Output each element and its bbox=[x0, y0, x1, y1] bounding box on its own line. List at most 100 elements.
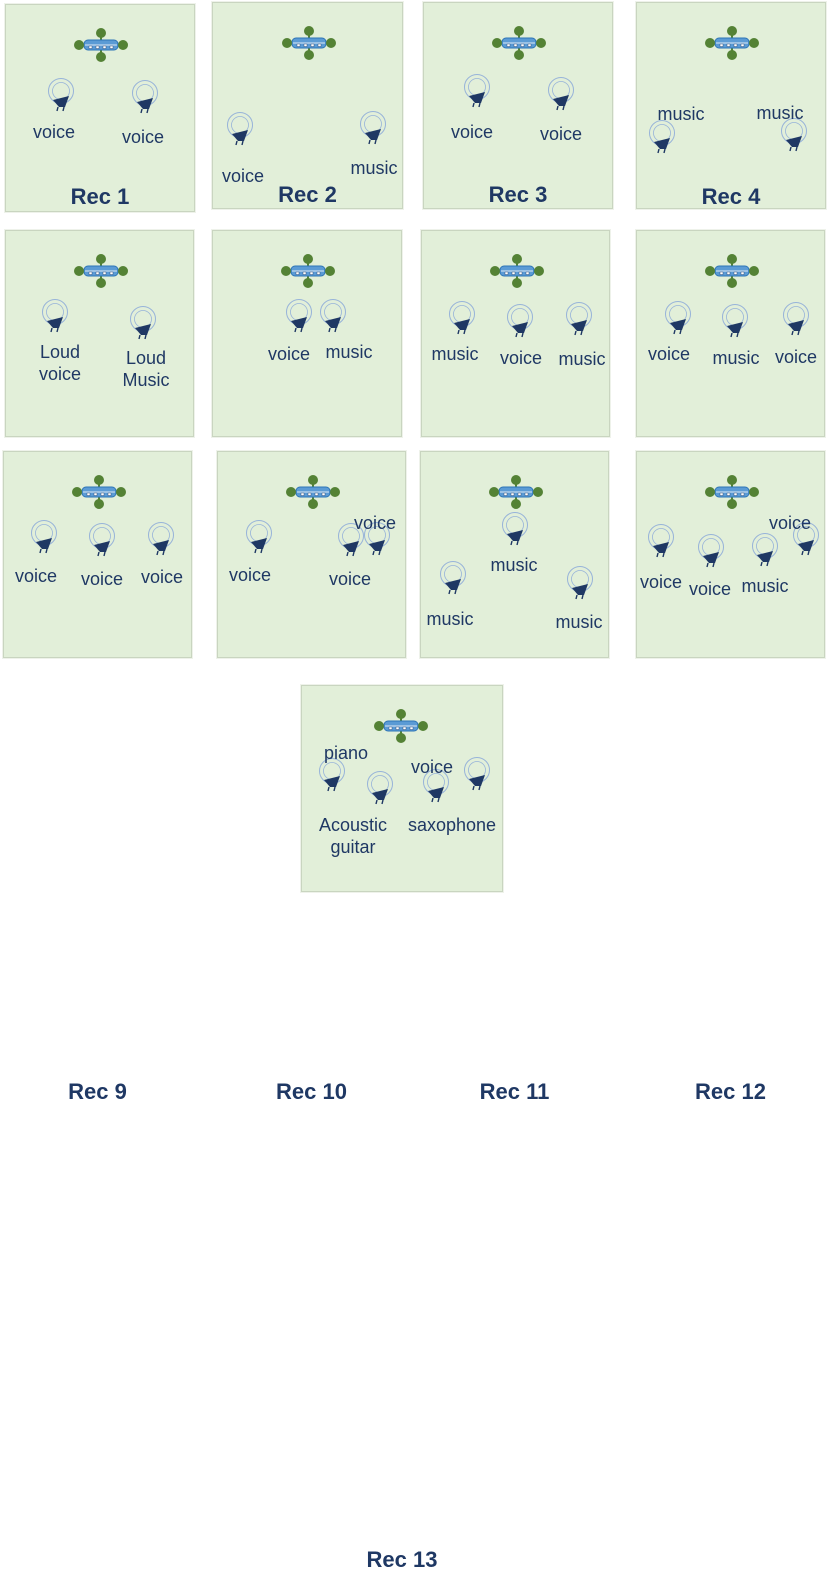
source-label: voice bbox=[222, 166, 264, 186]
panel-diagram: voice music voice bbox=[648, 254, 817, 368]
loudspeaker-icon bbox=[286, 299, 312, 333]
microphone-array-icon bbox=[74, 254, 128, 288]
loudspeaker-icon bbox=[360, 111, 386, 145]
loudspeaker-icon bbox=[42, 299, 68, 333]
loudspeaker-icon bbox=[698, 534, 724, 568]
source-label: music bbox=[350, 158, 397, 178]
source-label: saxophone bbox=[408, 815, 496, 835]
loudspeaker-icon bbox=[423, 769, 449, 803]
loudspeaker-icon bbox=[752, 533, 778, 567]
source-label: voice bbox=[640, 572, 682, 592]
panel-title: Rec 12 bbox=[695, 1079, 766, 1104]
loudspeaker-icon bbox=[227, 112, 253, 146]
panel-diagram: voice music bbox=[222, 26, 398, 186]
loudspeaker-icon bbox=[89, 523, 115, 557]
loudspeaker-icon bbox=[566, 302, 592, 336]
loudspeaker-icon bbox=[132, 80, 158, 114]
source-label: voice bbox=[329, 569, 371, 589]
recording-panel: LoudvoiceLoudMusicRec 5 bbox=[5, 230, 194, 660]
loudspeaker-icon bbox=[464, 74, 490, 108]
panel-diagram: voice voice bbox=[451, 26, 582, 144]
panel-diagram: voice voice voice bbox=[15, 475, 183, 589]
loudspeaker-icon bbox=[130, 306, 156, 340]
panel-title: Rec 13 bbox=[366, 1547, 438, 1572]
loudspeaker-icon bbox=[449, 301, 475, 335]
source-label: music bbox=[426, 609, 473, 629]
source-label: music bbox=[741, 576, 788, 596]
loudspeaker-icon bbox=[783, 302, 809, 336]
source-label: music bbox=[431, 344, 478, 364]
loudspeaker-icon bbox=[649, 120, 675, 154]
source-label: voice bbox=[33, 122, 75, 142]
loudspeaker-icon bbox=[338, 523, 364, 557]
panel-title: Rec 2 bbox=[278, 182, 337, 207]
source-label: piano bbox=[324, 743, 368, 763]
panel-title: Rec 4 bbox=[701, 184, 761, 209]
microphone-array-icon bbox=[705, 475, 759, 509]
loudspeaker-icon bbox=[48, 78, 74, 112]
source-label: voice bbox=[540, 124, 582, 144]
microphone-array-icon bbox=[374, 709, 428, 743]
source-label: voice bbox=[141, 567, 183, 587]
loudspeaker-icon bbox=[507, 304, 533, 338]
panel-title: Rec 11 bbox=[479, 1079, 550, 1104]
loudspeaker-icon bbox=[793, 522, 819, 556]
source-label: voice bbox=[775, 347, 817, 367]
loudspeaker-icon bbox=[246, 520, 272, 554]
source-label: voice bbox=[689, 579, 731, 599]
panel-title: Rec 3 bbox=[488, 182, 548, 207]
microphone-array-icon bbox=[489, 475, 543, 509]
source-label: voice bbox=[15, 566, 57, 586]
loudspeaker-icon bbox=[781, 118, 807, 152]
source-label: voice bbox=[500, 348, 542, 368]
panel-title: Rec 10 bbox=[276, 1079, 347, 1104]
source-label: music bbox=[555, 612, 602, 632]
source-label: voice bbox=[411, 757, 453, 777]
loudspeaker-icon bbox=[31, 520, 57, 554]
panel-diagram: music music bbox=[649, 26, 807, 154]
loudspeaker-icon bbox=[148, 522, 174, 556]
loudspeaker-icon bbox=[320, 299, 346, 333]
loudspeaker-icon bbox=[464, 757, 490, 791]
loudspeaker-icon bbox=[567, 566, 593, 600]
panel-title: Rec 9 bbox=[68, 1079, 127, 1104]
source-label: voice bbox=[354, 513, 396, 533]
loudspeaker-icon bbox=[367, 771, 393, 805]
source-label: music bbox=[756, 103, 803, 123]
microphone-array-icon bbox=[705, 26, 759, 60]
loudspeaker-icon bbox=[319, 758, 345, 792]
microphone-array-icon bbox=[282, 26, 336, 60]
source-label: voice bbox=[648, 344, 690, 364]
microphone-array-icon bbox=[72, 475, 126, 509]
loudspeaker-icon bbox=[648, 524, 674, 558]
loudspeaker-icon bbox=[665, 301, 691, 335]
source-label: voice bbox=[122, 127, 164, 147]
loudspeaker-icon bbox=[364, 522, 390, 556]
source-label: music bbox=[325, 342, 372, 362]
panel-diagram: voice voice bbox=[33, 28, 164, 147]
source-label: voice bbox=[81, 569, 123, 589]
microphone-array-icon bbox=[490, 254, 544, 288]
source-label: voice bbox=[268, 344, 310, 364]
source-label: voice bbox=[451, 122, 493, 142]
source-label: music bbox=[712, 348, 759, 368]
microphone-array-icon bbox=[492, 26, 546, 60]
microphone-array-icon bbox=[74, 28, 128, 62]
page: { "colors": { "panel_background": "#e2ef… bbox=[3, 2, 826, 1572]
source-label: music bbox=[657, 104, 704, 124]
